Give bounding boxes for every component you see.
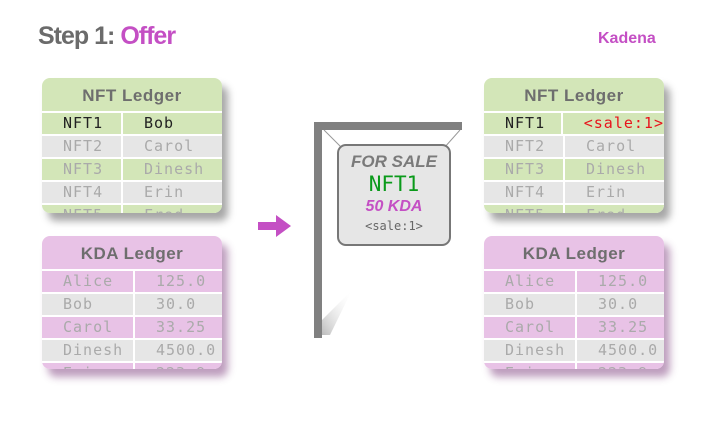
row-value: Carol [121,136,222,157]
sign-post-arm [314,122,462,130]
row-value: Erin [121,182,222,203]
row-key: NFT3 [63,160,104,178]
row-key: Erin [484,363,575,369]
table-row: NFT4 Erin [42,182,222,203]
row-key: NFT5 [42,205,121,213]
row-value: 223.9 [133,363,222,369]
sign-item: NFT1 [368,172,420,196]
row-value: 30.0 [575,294,664,315]
table-row: Carol 33.25 [42,317,222,338]
table-row: Bob 30.0 [42,294,222,315]
table-row: Bob 30.0 [484,294,664,315]
sign-sale-id: <sale:1> [365,219,423,233]
table-row: NFT4 Erin [484,182,664,203]
row-key: Bob [63,295,94,313]
row-value: Fred [121,205,222,213]
row-value: Fred [563,205,664,213]
table-row: NFT2 Carol [42,136,222,157]
row-key: NFT4 [505,183,546,201]
slide-title: Step 1: Offer [38,22,176,51]
ledger-title: KDA Ledger [484,236,664,269]
row-key: NFT1 [63,114,104,132]
row-value: 4500.0 [575,340,664,361]
row-value: 33.25 [575,317,664,338]
sign-price: 50 KDA [365,198,423,215]
row-key: Alice [505,272,556,290]
row-value: 125.0 [575,271,664,292]
table-row: Erin223.9 [484,363,664,369]
row-value: 223.9 [575,363,664,369]
table-row: Erin223.9 [42,363,222,369]
row-key: Alice [63,272,114,290]
row-value: 33.25 [133,317,222,338]
row-key: Dinesh [63,341,124,359]
ledger-title: NFT Ledger [42,78,222,111]
table-row: NFT3 Dinesh [42,159,222,180]
table-row: NFT5Fred [484,205,664,213]
title-prefix: Step 1: [38,22,115,50]
table-row: NFT1 <sale:1> [484,113,664,134]
row-key: Dinesh [505,341,566,359]
for-sale-sign: FOR SALE NFT1 50 KDA <sale:1> [337,144,451,246]
ledger-title: KDA Ledger [42,236,222,269]
sign-heading: FOR SALE [351,152,437,171]
row-value: Carol [563,136,664,157]
row-value: Bob [121,113,222,134]
table-row: NFT2 Carol [484,136,664,157]
row-value: <sale:1> [560,113,664,134]
table-row: NFT5Fred [42,205,222,213]
row-key: NFT2 [505,137,546,155]
table-row: Alice 125.0 [42,271,222,292]
row-key: Bob [505,295,536,313]
row-key: Erin [42,363,133,369]
row-key: Carol [63,318,114,336]
row-key: NFT4 [63,183,104,201]
row-key: NFT2 [63,137,104,155]
row-key: NFT3 [505,160,546,178]
table-row: NFT3 Dinesh [484,159,664,180]
table-row: Dinesh 4500.0 [42,340,222,361]
table-row: NFT1 Bob [42,113,222,134]
brand-logo: Kadena [598,30,656,47]
table-row: Dinesh 4500.0 [484,340,664,361]
row-key: NFT1 [505,114,546,132]
row-value: Erin [563,182,664,203]
row-value: Dinesh [121,159,222,180]
row-key: NFT5 [484,205,563,213]
title-highlight: Offer [120,22,176,50]
row-key: Carol [505,318,556,336]
row-value: Dinesh [563,159,664,180]
arrow-right-icon [258,215,291,237]
sign-post [314,122,322,338]
ledger-title: NFT Ledger [484,78,664,111]
row-value: 30.0 [133,294,222,315]
row-value: 4500.0 [133,340,222,361]
table-row: Alice 125.0 [484,271,664,292]
table-row: Carol 33.25 [484,317,664,338]
row-value: 125.0 [133,271,222,292]
